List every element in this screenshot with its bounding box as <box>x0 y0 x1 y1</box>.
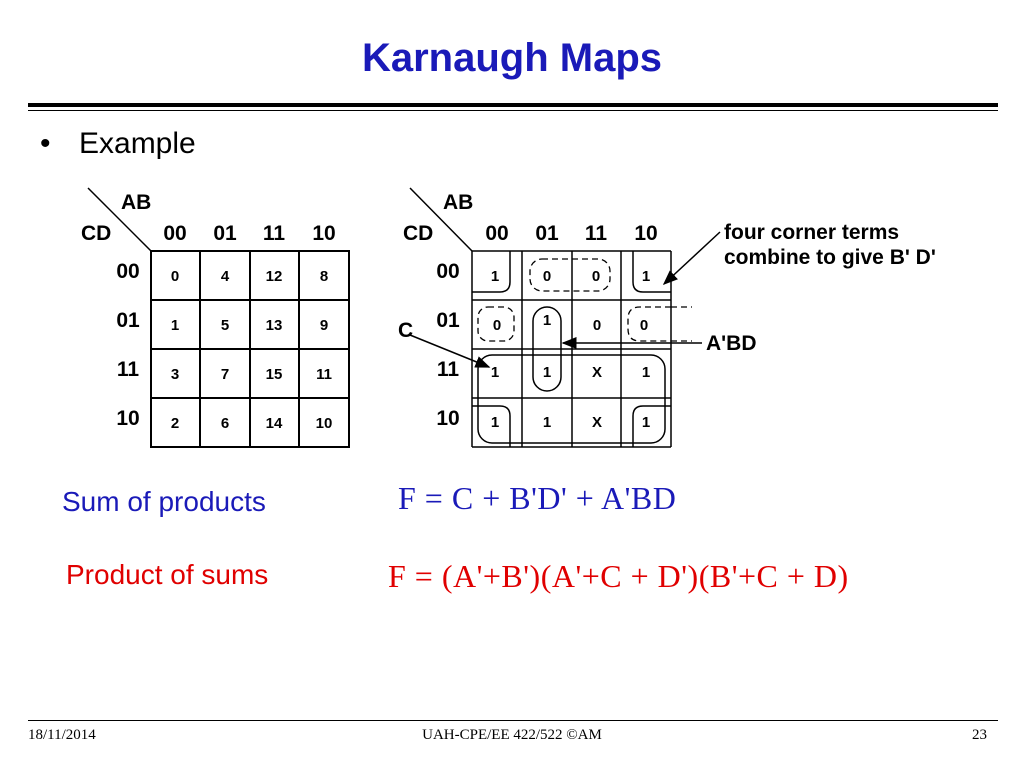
bullet-marker: • <box>40 127 51 160</box>
kmap-2-cell: 1 <box>491 364 499 381</box>
kmap-1-cell: 10 <box>316 415 333 432</box>
kmap-2-cell: 0 <box>592 268 600 285</box>
kmap-1-cell: 13 <box>266 317 283 334</box>
pos-equation: F = (A'+B')(A'+C + D')(B'+C + D) <box>388 558 849 594</box>
kmap-2: AB CD 00 01 11 10 00 01 11 10 <box>398 187 936 448</box>
sop-equation: F = C + B'D' + A'BD <box>398 480 677 516</box>
kmap-1-col-var: AB <box>121 191 151 214</box>
kmap-1-col-label: 01 <box>213 222 237 245</box>
kmap-2-col-label: 00 <box>485 222 508 245</box>
kmap-2-row-label: 11 <box>437 358 460 381</box>
kmap-2-cell: 1 <box>642 268 650 285</box>
kmap-2-cell: 1 <box>543 312 551 329</box>
kmap-1-col-label: 10 <box>312 222 335 245</box>
kmap-2-corner-diagonal <box>409 187 473 252</box>
kmap-1-cell: 11 <box>316 366 332 383</box>
footer-page-number: 23 <box>972 727 987 743</box>
kmap-1-cell: 14 <box>266 415 283 432</box>
kmap-2-cell: 0 <box>493 317 501 334</box>
kmap-2-cell: 0 <box>593 317 601 334</box>
sop-label: Sum of products <box>62 486 266 517</box>
kmap-2-row-label: 00 <box>436 260 459 283</box>
abd-annotation: A'BD <box>706 332 757 355</box>
slide-title: Karnaugh Maps <box>361 36 663 80</box>
kmap-1-cell: 8 <box>320 268 328 285</box>
kmap-2-cell: 0 <box>543 268 551 285</box>
kmap-1-cell: 6 <box>221 415 229 432</box>
kmap-2-col-label: 11 <box>585 222 608 245</box>
kmap-1: AB CD 00 01 11 10 00 01 11 10 0 4 12 8 1… <box>81 187 350 448</box>
kmap-1-cell: 3 <box>171 366 179 383</box>
corner-arrow <box>662 231 721 286</box>
kmap-2-cell: 1 <box>491 414 499 431</box>
c-arrow <box>409 334 491 368</box>
title-divider <box>28 103 998 107</box>
kmap-2-abd-group <box>532 306 562 392</box>
kmap-2-corner-groups <box>472 251 671 447</box>
kmap-1-row-label: 00 <box>116 260 139 283</box>
kmap-1-row-label: 01 <box>116 309 140 332</box>
pos-label: Product of sums <box>66 559 269 590</box>
kmap-2-col-var: AB <box>443 191 473 214</box>
kmap-2-cell: 1 <box>642 364 650 381</box>
kmap-1-row-label: 10 <box>116 407 139 430</box>
kmap-1-col-label: 11 <box>263 222 286 245</box>
kmap-2-row-label: 10 <box>436 407 459 430</box>
kmap-figures: AB CD 00 01 11 10 00 01 11 10 0 4 12 8 1… <box>81 187 936 448</box>
footer-date: 18/11/2014 <box>28 727 96 743</box>
kmap-1-cell: 4 <box>221 268 230 285</box>
kmap-2-cell: X <box>592 414 602 431</box>
kmap-1-cell: 9 <box>320 317 328 334</box>
kmap-2-cell: 1 <box>543 414 551 431</box>
c-annotation: C <box>398 319 413 342</box>
bullet-text: Example <box>79 127 196 160</box>
kmap-2-c-group <box>477 354 666 444</box>
kmap-1-cell: 2 <box>171 415 179 432</box>
kmap-2-col-label: 10 <box>634 222 657 245</box>
kmap-2-col-label: 01 <box>535 222 559 245</box>
kmap-1-cell: 1 <box>171 317 179 334</box>
kmap-2-cell: 0 <box>640 317 648 334</box>
kmap-1-row-var: CD <box>81 222 111 245</box>
kmap-1-cell: 12 <box>266 268 283 285</box>
kmap-1-cell: 15 <box>266 366 283 383</box>
kmap-2-cell: 1 <box>543 364 551 381</box>
kmap-2-zero-groups <box>477 258 692 342</box>
kmap-1-col-label: 00 <box>163 222 186 245</box>
kmap-2-grid <box>471 250 672 448</box>
kmap-2-cell: X <box>592 364 602 381</box>
footer-course: UAH-CPE/EE 422/522 ©AM <box>422 727 602 743</box>
title-divider-thin <box>28 110 998 111</box>
kmap-2-row-var: CD <box>403 222 433 245</box>
corner-annotation-line2: combine to give B' D' <box>724 246 936 269</box>
kmap-2-cell: 1 <box>491 268 499 285</box>
kmap-1-grid <box>150 250 350 448</box>
corner-annotation-line1: four corner terms <box>724 221 899 244</box>
kmap-1-row-label: 11 <box>117 358 140 381</box>
kmap-1-corner-diagonal <box>87 187 152 252</box>
kmap-1-cell: 5 <box>221 317 229 334</box>
footer-divider <box>28 720 998 721</box>
kmap-1-cell: 0 <box>171 268 179 285</box>
kmap-2-row-label: 01 <box>436 309 460 332</box>
kmap-2-cell: 1 <box>642 414 650 431</box>
kmap-1-cell: 7 <box>221 366 229 383</box>
